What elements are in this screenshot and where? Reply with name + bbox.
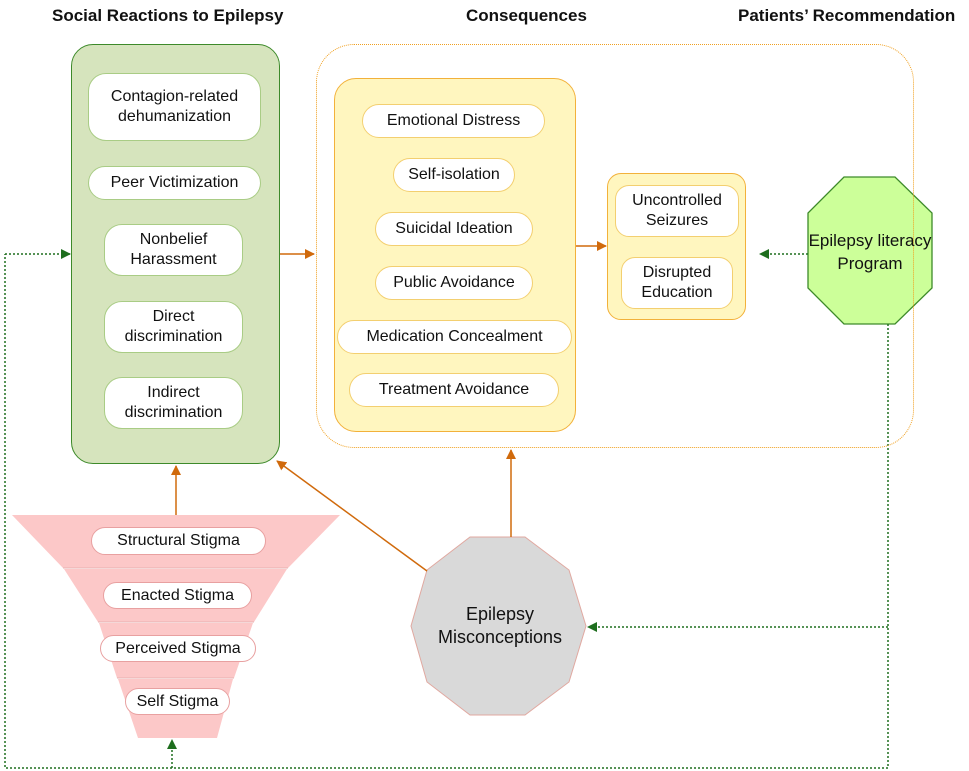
stigma-level: Enacted Stigma <box>103 582 252 609</box>
heading-social-reactions: Social Reactions to Epilepsy <box>52 6 284 25</box>
feedback-line-program-down <box>4 254 889 769</box>
consequence-secondary-item: Disrupted Education <box>621 257 733 309</box>
social-reaction-item: Contagion-related dehumanization <box>88 73 261 141</box>
consequences-group <box>316 44 914 448</box>
program-shape <box>807 176 933 325</box>
consequence-item: Self-isolation <box>393 158 515 192</box>
heading-patients-recommendation: Patients’ Recommendation <box>738 6 956 25</box>
social-reaction-item: Indirect discrimination <box>104 377 243 429</box>
arrow-misconceptions-to-social <box>276 460 428 572</box>
consequence-item: Public Avoidance <box>375 266 533 300</box>
stigma-level: Self Stigma <box>125 688 230 715</box>
consequence-item: Emotional Distress <box>362 104 545 138</box>
stigma-level: Structural Stigma <box>91 527 266 555</box>
consequence-item: Medication Concealment <box>337 320 572 354</box>
social-reaction-item: Nonbelief Harassment <box>104 224 243 276</box>
consequence-item: Treatment Avoidance <box>349 373 559 407</box>
consequence-secondary-item: Uncontrolled Seizures <box>615 185 739 237</box>
program-label: Epilepsy literacy Program <box>808 231 932 273</box>
misconceptions-shape <box>410 536 587 716</box>
social-reaction-item: Direct discrimination <box>104 301 243 353</box>
stigma-level: Perceived Stigma <box>100 635 256 662</box>
heading-consequences: Consequences <box>466 6 587 25</box>
social-reaction-item: Peer Victimization <box>88 166 261 200</box>
misconceptions-label: Epilepsy Misconceptions <box>437 604 563 647</box>
consequence-item: Suicidal Ideation <box>375 212 533 246</box>
